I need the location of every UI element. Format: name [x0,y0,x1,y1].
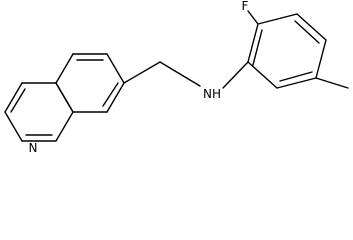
atom-label-fluorine: F [242,0,249,13]
fluoromethyl-benzene-ring [222,10,349,89]
methylene-linker [123,61,201,87]
atom-label-amine: NH [203,87,221,101]
structure-canvas: N NH F [4,0,349,155]
atom-label-nitrogen-quinoline: N [29,141,38,155]
molecule-structure: N NH F [4,0,349,155]
quinoline-pyridine-ring [4,82,74,142]
quinoline-benzo-ring [55,53,125,113]
